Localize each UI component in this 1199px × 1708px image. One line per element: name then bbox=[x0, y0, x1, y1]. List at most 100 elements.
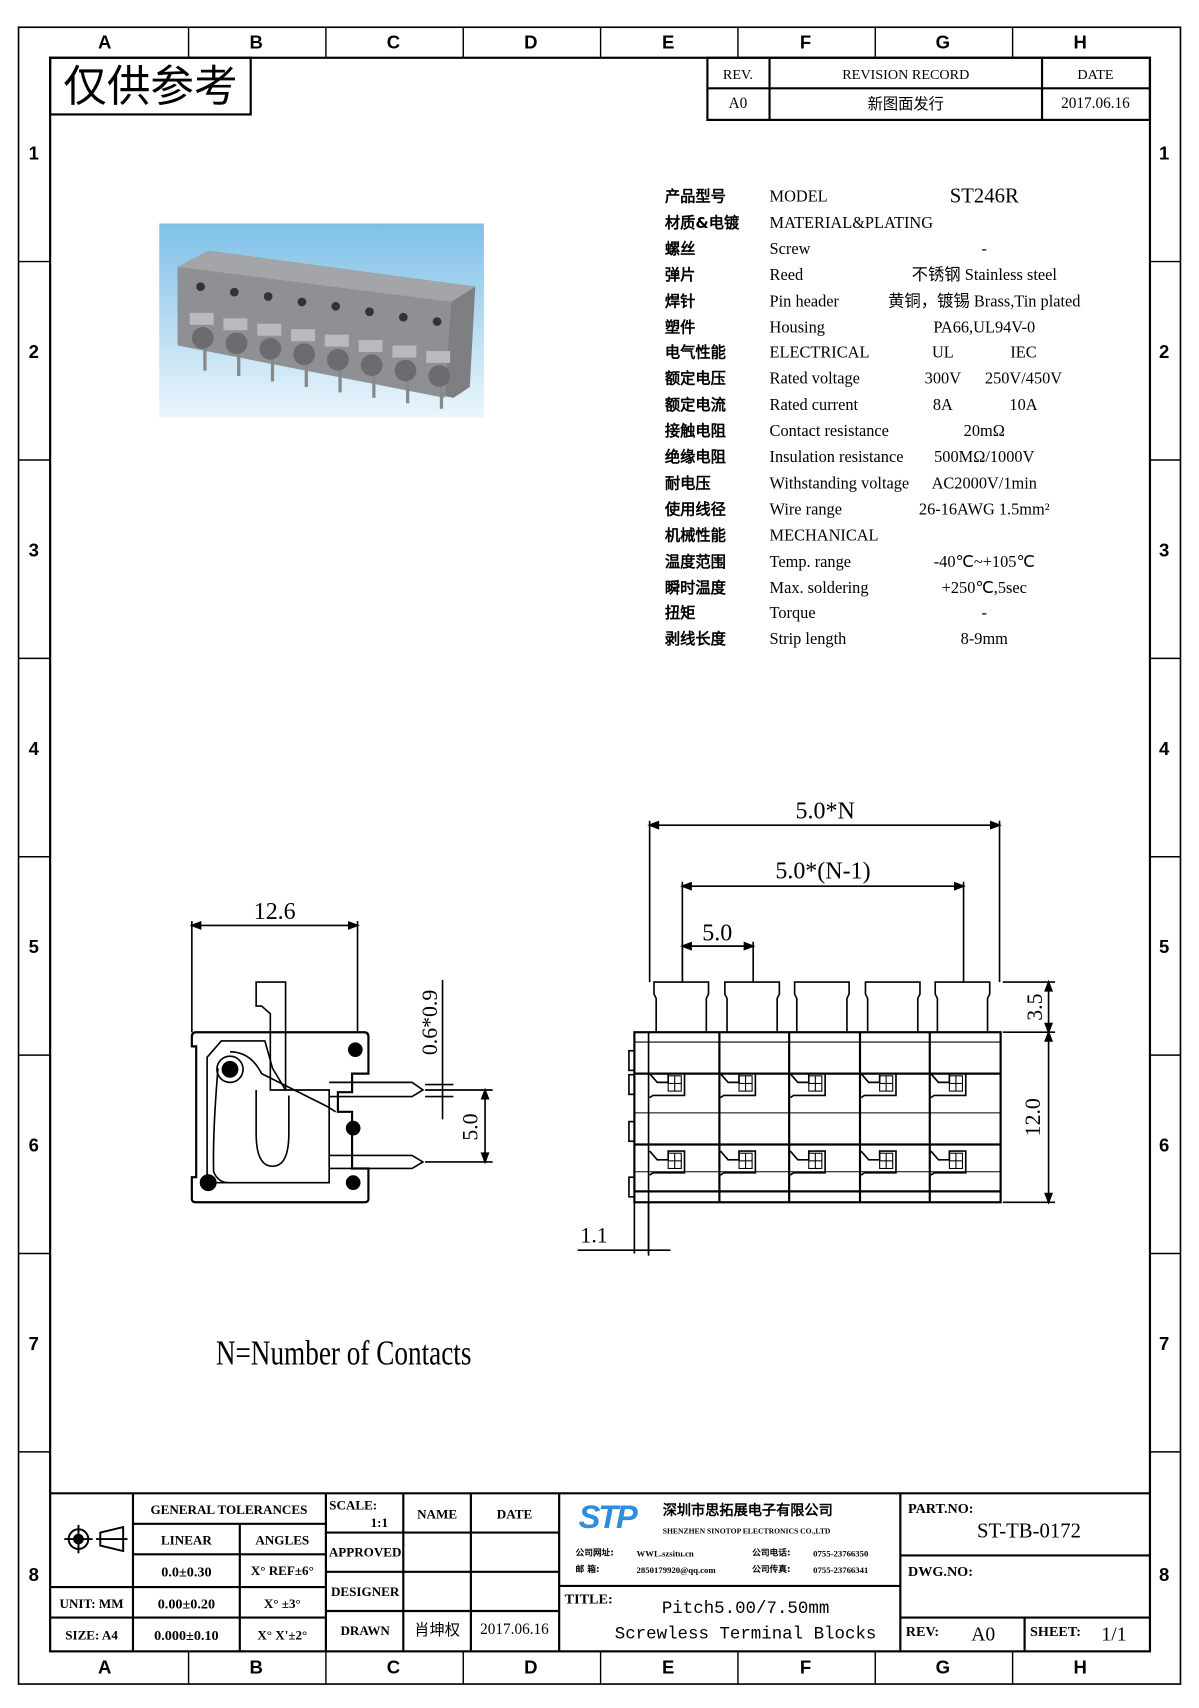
product-photo bbox=[159, 223, 484, 418]
spec-label-en: Wire range bbox=[769, 501, 842, 519]
linear-tolerance-2: 0.00±0.20 bbox=[157, 1595, 216, 1612]
spec-label-zh: 瞬时温度 bbox=[664, 579, 726, 597]
height-arrow bbox=[1044, 1192, 1054, 1205]
column-label: E bbox=[661, 1657, 675, 1679]
column-label: A bbox=[97, 1657, 112, 1679]
row-label: 5 bbox=[1158, 936, 1170, 958]
row-label: 3 bbox=[1158, 540, 1170, 561]
clamp-spring-icon bbox=[860, 1072, 897, 1099]
housing-outline bbox=[633, 1031, 1002, 1204]
spec-value-ul: UL bbox=[931, 344, 954, 363]
spec-value-ul: 8A bbox=[932, 396, 953, 415]
website: WWL.szsitu.cn bbox=[636, 1548, 694, 1559]
linear-tolerance-1: 0.0±0.30 bbox=[161, 1563, 212, 1580]
scale-label: SCALE: bbox=[329, 1497, 378, 1513]
email-label: 邮 箱: bbox=[575, 1564, 600, 1574]
row-label: 4 bbox=[28, 738, 39, 760]
revision-header-record: REVISION RECORD bbox=[842, 65, 970, 83]
spec-label-zh: 产品型号 bbox=[664, 188, 726, 207]
spec-label-en: Insulation resistance bbox=[769, 449, 904, 467]
title-line-2: Screwless Terminal Blocks bbox=[614, 1624, 877, 1644]
title-label: TITLE: bbox=[564, 1590, 613, 1607]
part-no: ST-TB-0172 bbox=[976, 1520, 1081, 1543]
designer-label: DESIGNER bbox=[330, 1583, 400, 1600]
spec-label-en: Rated current bbox=[769, 396, 859, 415]
spec-label-zh: 塑件 bbox=[664, 318, 696, 337]
linear-tolerance-3: 0.000±0.10 bbox=[154, 1626, 219, 1644]
spec-label-zh: 额定电流 bbox=[664, 396, 726, 415]
dimension-offset: 1.1 bbox=[580, 1224, 608, 1249]
reference-only-stamp: 仅供参考 bbox=[63, 62, 238, 113]
contacts-note: N=Number of Contacts bbox=[215, 1333, 472, 1373]
revision-header-date: DATE bbox=[1077, 65, 1114, 83]
pitch-dimension-arrow bbox=[680, 941, 692, 951]
release-button bbox=[934, 981, 991, 1033]
row-label: 8 bbox=[1158, 1564, 1170, 1586]
spec-value: 不锈钢 Stainless steel bbox=[911, 266, 1057, 285]
unit-label: UNIT: MM bbox=[59, 1595, 124, 1612]
release-button bbox=[864, 981, 921, 1033]
height-arrow bbox=[1044, 1029, 1054, 1042]
dwg-no-label: DWG.NO: bbox=[907, 1563, 973, 1580]
spec-value: ST246R bbox=[949, 185, 1019, 209]
clamp-spring-icon bbox=[930, 1072, 967, 1099]
spec-label-zh: 材质&电镀 bbox=[664, 214, 740, 233]
dimension-body-height: 12.0 bbox=[1021, 1098, 1046, 1137]
column-label: B bbox=[249, 32, 263, 53]
release-button bbox=[653, 981, 710, 1033]
company-logo: STP bbox=[578, 1499, 638, 1536]
angle-tolerance-3: X° X'±2° bbox=[257, 1627, 308, 1643]
spec-label-en: Temp. range bbox=[769, 553, 852, 571]
column-label: G bbox=[935, 32, 951, 53]
clamp-spring-icon bbox=[649, 1150, 686, 1176]
spec-value: -40℃~+105℃ bbox=[933, 553, 1035, 571]
spec-label-zh: 电气性能 bbox=[664, 344, 726, 363]
release-button bbox=[793, 981, 850, 1033]
clamp-spring-icon bbox=[719, 1150, 757, 1176]
spec-label-zh: 剥线长度 bbox=[664, 631, 726, 649]
spec-value: PA66,UL94V-0 bbox=[933, 318, 1036, 337]
spec-value: - bbox=[981, 605, 987, 623]
dimension-pitch: 5.0 bbox=[702, 918, 733, 947]
spec-label-zh: 使用线径 bbox=[664, 501, 726, 519]
angles-label: ANGLES bbox=[255, 1532, 310, 1548]
spec-label-en: Rated voltage bbox=[769, 370, 860, 389]
approved-label: APPROVED bbox=[328, 1544, 402, 1560]
overall-dimension-arrow bbox=[647, 820, 660, 830]
span-dimension-arrow bbox=[954, 881, 966, 891]
spec-label-en: MECHANICAL bbox=[769, 527, 879, 545]
column-label: H bbox=[1073, 1657, 1087, 1679]
drawn-date: 2017.06.16 bbox=[480, 1621, 549, 1639]
website-label: 公司网址: bbox=[575, 1547, 614, 1558]
column-label: F bbox=[799, 1657, 812, 1679]
row-label: 4 bbox=[1158, 738, 1170, 760]
spec-value-iec: IEC bbox=[1010, 344, 1037, 363]
spec-value: 8-9mm bbox=[960, 631, 1008, 649]
height-arrow bbox=[1044, 979, 1054, 992]
revision-description: 新图面发行 bbox=[867, 95, 944, 114]
spec-label-en: Strip length bbox=[769, 631, 847, 649]
sheet-label: SHEET: bbox=[1030, 1623, 1081, 1640]
spec-label-zh: 绝缘电阻 bbox=[664, 449, 726, 467]
dimension-span: 5.0*(N-1) bbox=[775, 856, 871, 884]
spec-value: +250℃,5sec bbox=[941, 579, 1027, 597]
side-tab bbox=[628, 1073, 636, 1096]
spec-label-zh: 机械性能 bbox=[664, 527, 726, 545]
spec-label-en: Max. soldering bbox=[769, 579, 869, 597]
row-label: 1 bbox=[28, 143, 39, 165]
date-header: DATE bbox=[496, 1506, 533, 1522]
column-label: C bbox=[386, 32, 401, 53]
clamp-spring-icon bbox=[930, 1150, 967, 1176]
angle-tolerance-2: X° ±3° bbox=[263, 1595, 301, 1612]
angle-tolerance-1: X° REF±6° bbox=[250, 1563, 314, 1579]
rev-label: REV: bbox=[905, 1623, 940, 1640]
column-label: F bbox=[799, 32, 812, 53]
row-label: 5 bbox=[28, 936, 39, 958]
release-button bbox=[724, 981, 781, 1033]
spec-label-en: Contact resistance bbox=[769, 423, 889, 441]
revision-date: 2017.06.16 bbox=[1061, 95, 1130, 113]
row-label: 2 bbox=[28, 341, 39, 363]
overall-dimension-arrow bbox=[989, 820, 1002, 830]
